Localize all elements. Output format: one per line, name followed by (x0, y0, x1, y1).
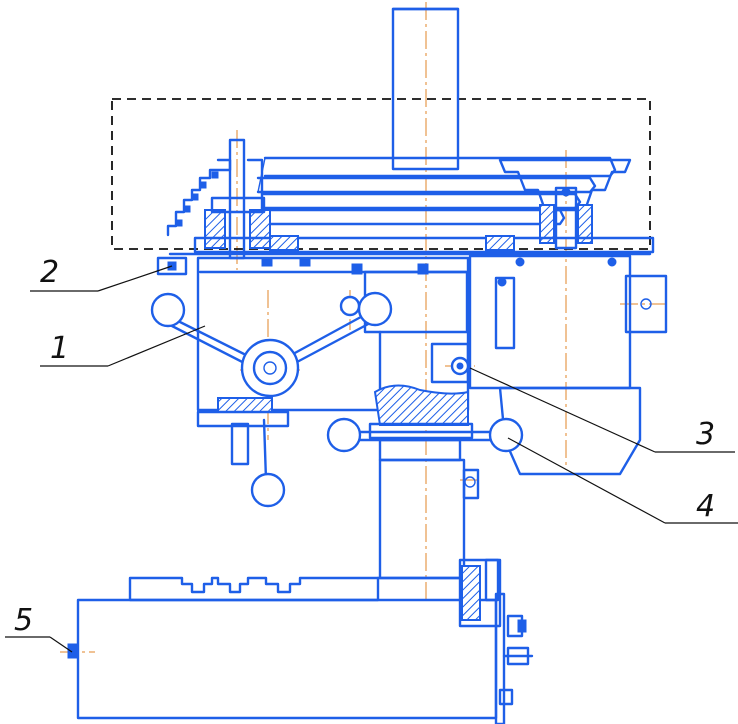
motor (468, 254, 668, 476)
spindle-quill (326, 342, 524, 580)
leader-lines (5, 265, 738, 653)
callout-4: 4 (696, 489, 715, 524)
callout-3: 3 (696, 417, 715, 452)
callout-1: 1 (50, 331, 69, 366)
stepped-pulley-block (166, 138, 655, 260)
belt-guard-outline (111, 98, 651, 250)
column (391, 7, 460, 171)
feed-handwheel (150, 291, 393, 508)
callout-2: 2 (40, 255, 59, 290)
callout-5: 5 (14, 603, 33, 638)
work-table (67, 558, 534, 724)
